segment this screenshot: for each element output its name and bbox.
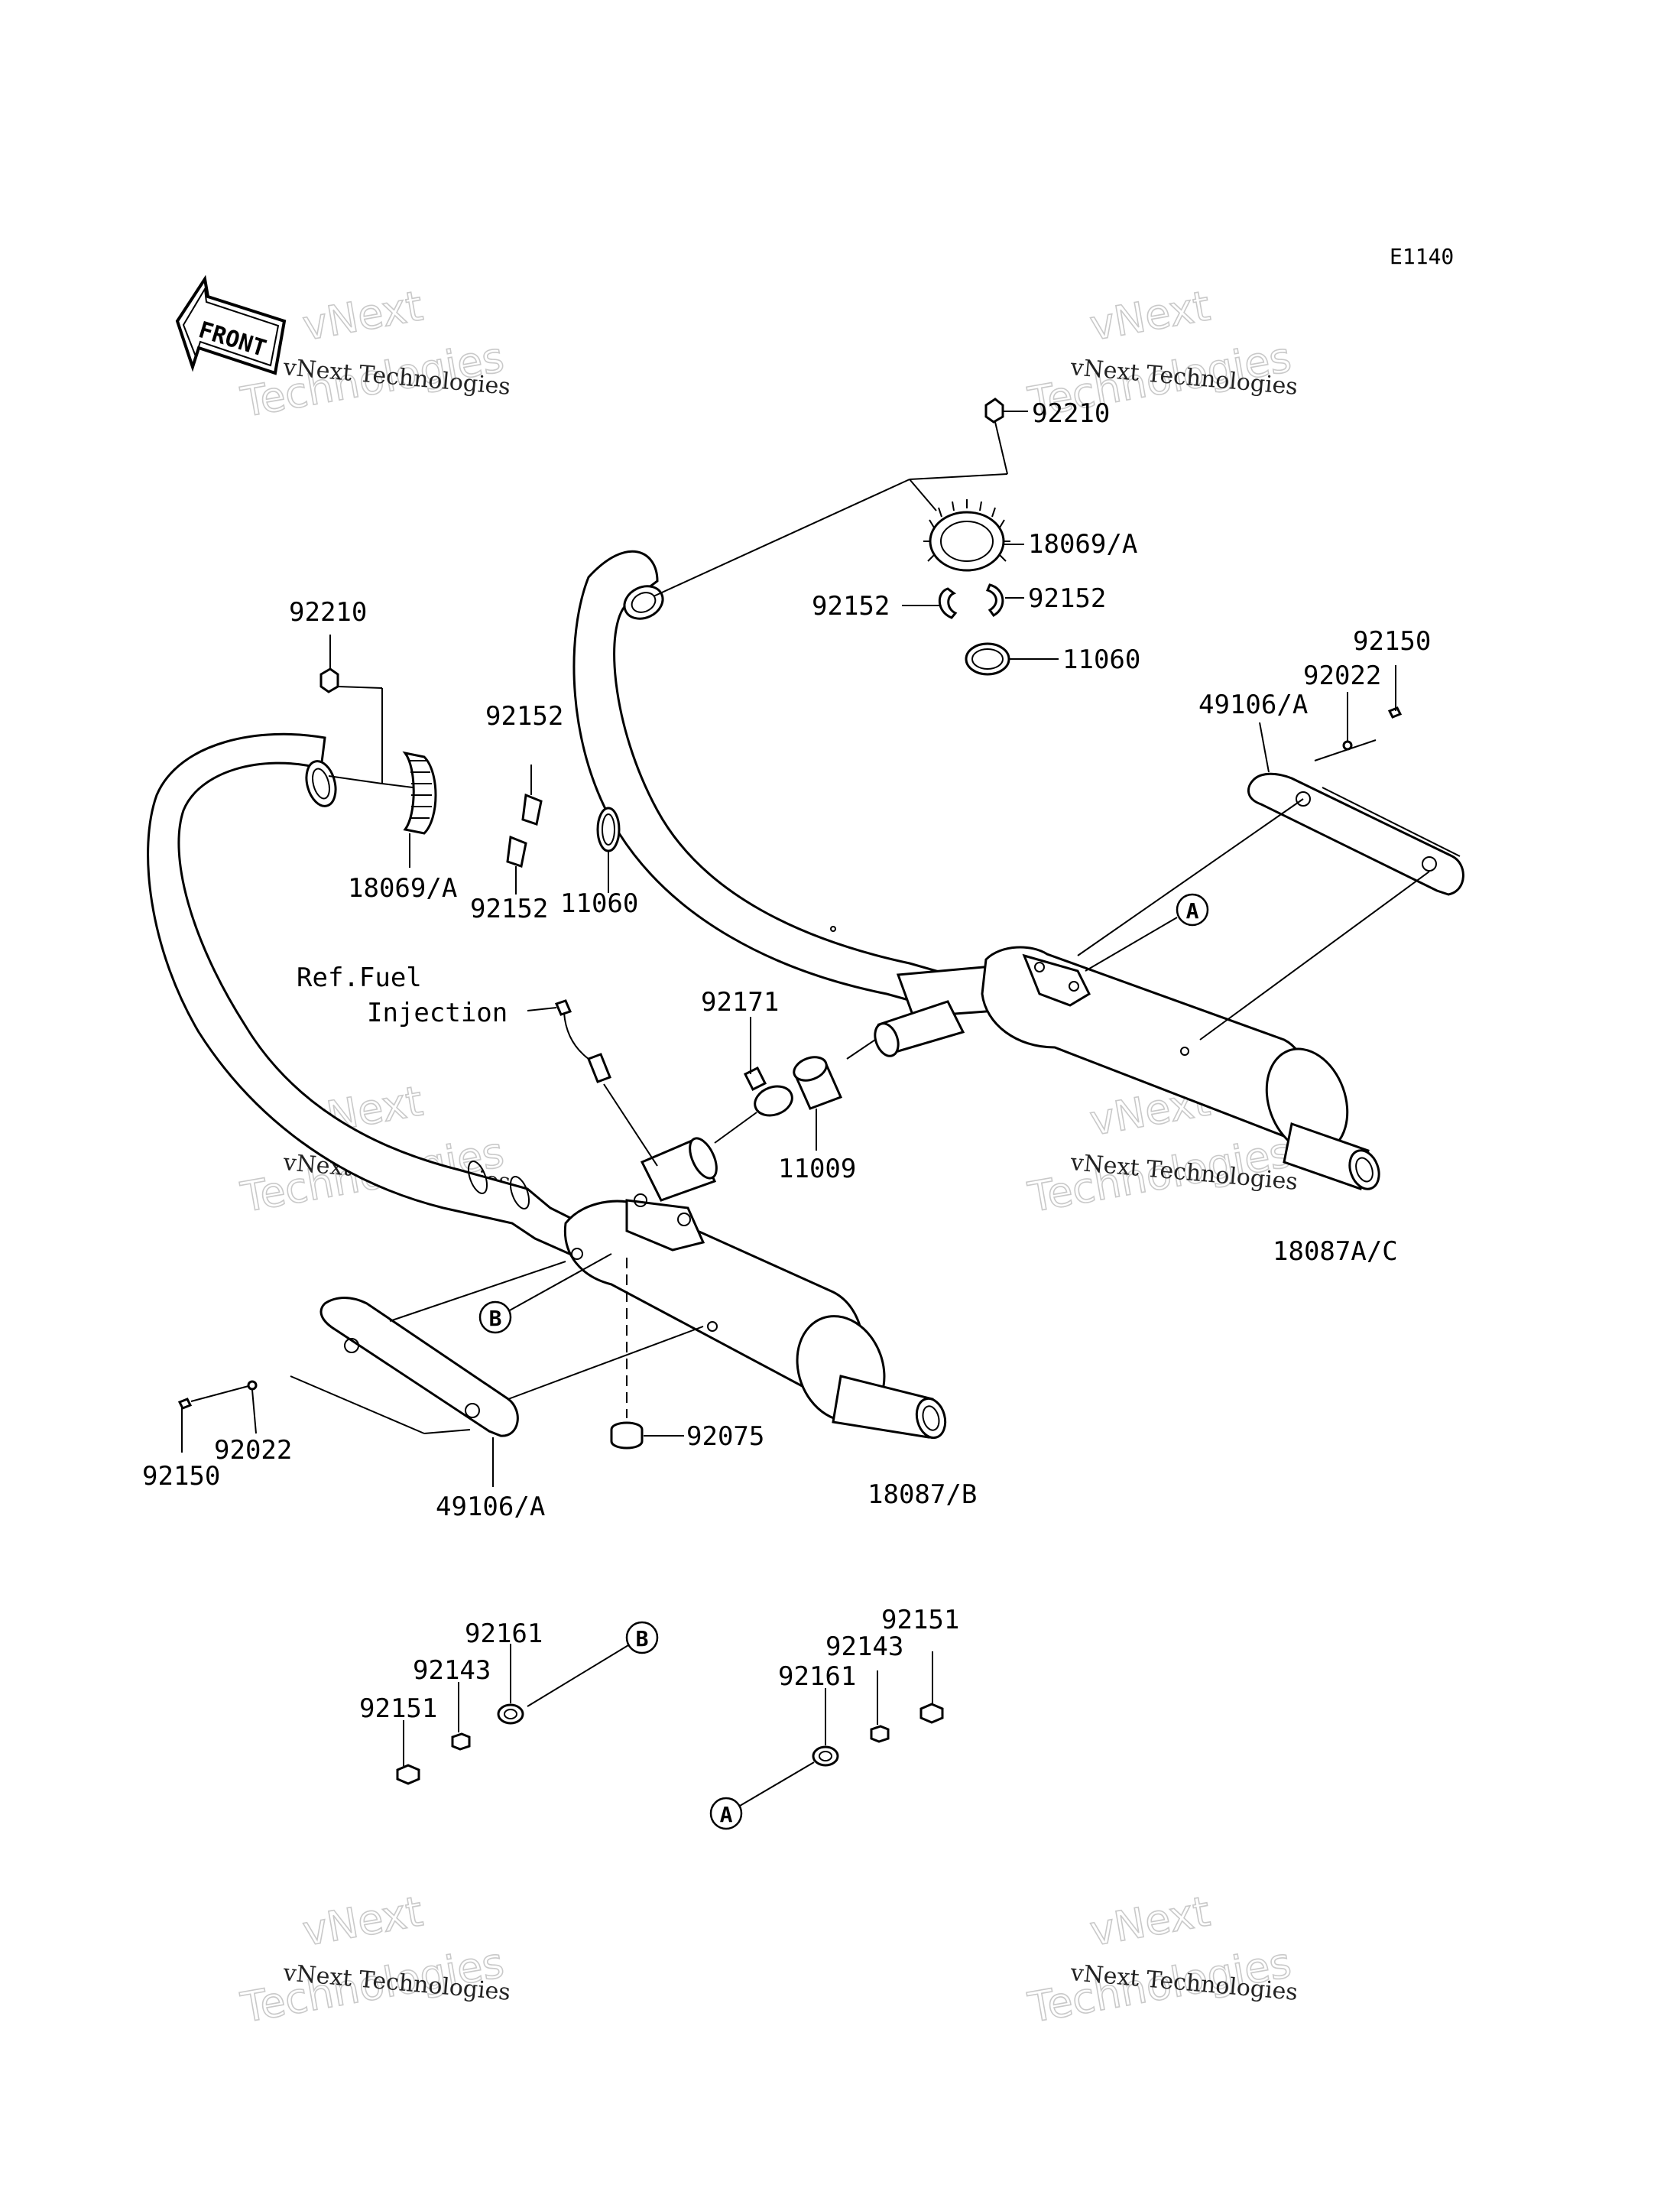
ref-note-line1: Ref.Fuel [297, 963, 422, 993]
svg-text:A: A [720, 1802, 733, 1827]
label-92151-right: 92151 [881, 1605, 959, 1635]
watermark-bottom-right: vNext Technologies vNext Technologies [1024, 1887, 1299, 2033]
label-92210-top: 92210 [1032, 398, 1110, 429]
label-18069-left: 18069/A [348, 873, 457, 904]
right-gasket-18069 [923, 499, 1010, 572]
label-92143-right: 92143 [825, 1631, 903, 1662]
grommet-92075 [610, 1421, 644, 1450]
right-split-collars-92152 [938, 583, 1004, 619]
callout-a-lower: A [709, 1797, 743, 1830]
label-92150-right: 92150 [1353, 626, 1431, 657]
callout-b-lower: B [625, 1621, 659, 1654]
svg-text:vNext: vNext [1086, 1887, 1213, 1955]
svg-text:B: B [489, 1306, 502, 1331]
left-screw-92150 [177, 1398, 193, 1410]
bolt-92151-right [919, 1703, 944, 1724]
right-heat-shield [1247, 772, 1464, 896]
ref-note-line2: Injection [367, 998, 508, 1028]
diagram-code: E1140 [1390, 244, 1454, 269]
label-92143-left: 92143 [413, 1655, 491, 1686]
callout-b-upper: B [478, 1300, 512, 1334]
label-11060-top: 11060 [1062, 644, 1140, 675]
front-arrow-icon: FRONT [175, 274, 287, 375]
label-92171: 92171 [701, 987, 779, 1018]
oxygen-sensor [554, 999, 611, 1083]
label-92022-left: 92022 [214, 1435, 292, 1466]
label-18069-top: 18069/A [1028, 529, 1137, 560]
left-exhaust-pipe [147, 732, 947, 1440]
label-92152-left-top: 92152 [485, 701, 563, 732]
svg-text:A: A [1186, 898, 1199, 924]
label-92022-right: 92022 [1303, 661, 1381, 691]
label-11009: 11009 [778, 1154, 856, 1184]
left-ring-11060 [596, 807, 621, 852]
callout-a-upper: A [1176, 893, 1209, 927]
label-92151-left: 92151 [359, 1693, 437, 1724]
bushing-92161-left [497, 1703, 524, 1725]
label-92161-left: 92161 [465, 1618, 543, 1649]
bushing-92161-right [812, 1745, 839, 1767]
left-washer-92022 [247, 1380, 258, 1391]
label-92075: 92075 [686, 1421, 764, 1452]
label-92150-left: 92150 [142, 1461, 220, 1492]
label-18087ac: 18087A/C [1273, 1236, 1398, 1267]
label-92152-top-left: 92152 [812, 591, 890, 622]
left-heat-shield [319, 1297, 519, 1437]
left-nut-92210 [319, 667, 339, 693]
left-gasket-18069 [402, 751, 437, 835]
clamp-92171 [743, 1066, 793, 1117]
right-ring-11060 [965, 642, 1010, 676]
label-49106-right: 49106/A [1198, 690, 1308, 720]
label-92161-right: 92161 [778, 1661, 856, 1692]
collar-92143-left [451, 1732, 471, 1751]
sleeve-11009 [793, 1056, 843, 1110]
svg-text:vNext: vNext [1086, 281, 1213, 349]
label-49106-left: 49106/A [436, 1492, 545, 1522]
svg-text:vNext: vNext [299, 281, 426, 349]
watermark-bottom-left: vNext Technologies vNext Technologies [237, 1887, 512, 2033]
label-92152-left-bottom: 92152 [470, 894, 548, 924]
label-92152-top-right: 92152 [1028, 583, 1106, 614]
left-split-collars-92152 [506, 793, 543, 868]
svg-text:B: B [636, 1626, 649, 1651]
bolt-92151-left [396, 1764, 420, 1785]
right-nut-92210 [984, 398, 1004, 424]
label-92210-left: 92210 [289, 597, 367, 628]
label-18087b: 18087/B [868, 1479, 977, 1510]
right-exhaust-pipe [572, 550, 1380, 1190]
right-screw-92150 [1387, 706, 1403, 719]
collar-92143-right [870, 1725, 890, 1743]
label-11060-left: 11060 [560, 888, 638, 919]
svg-text:vNext: vNext [299, 1887, 426, 1955]
